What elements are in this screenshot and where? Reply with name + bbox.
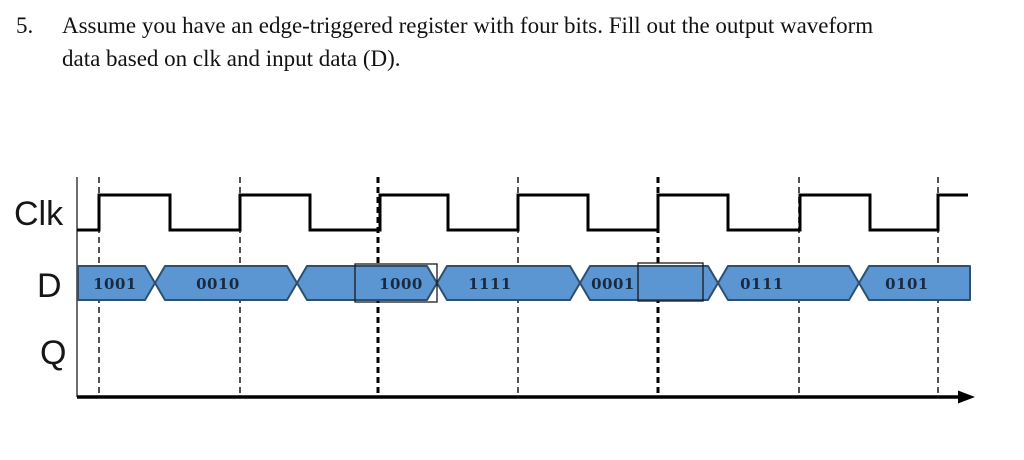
bus-segment [296,265,438,301]
data-signal-label: D [37,267,62,305]
clock-signal-label: Clk [14,195,64,233]
overlay-box [354,263,438,303]
question-text-line2: data based on clk and input data (D). [62,46,401,71]
output-signal-label: Q [40,334,66,372]
time-axis [77,390,975,404]
clock-edge-gridlines [98,177,939,396]
bus-segment-value: 0101 [885,275,929,293]
overlay-box [637,262,704,302]
overlay-boxes [354,262,704,303]
bus-segment-value: 0010 [196,275,240,293]
bus-segment-value: 0111 [740,275,784,293]
axis-arrowhead-icon [958,390,975,404]
bus-segment-value: 0001 [591,275,635,293]
bus-segment [858,265,971,301]
bus-segment [77,265,156,301]
bus-segment [579,265,719,301]
bus-segment [717,265,860,301]
question-number: 5. [16,13,34,38]
bus-segment-value: 1001 [93,275,137,293]
data-bus-waveform: 1001 0010 1000 1111 0001 0111 0101 [77,265,971,301]
bus-segment [154,265,298,301]
bus-segment-value: 1000 [379,275,423,293]
question-text-line1: Assume you have an edge-triggered regist… [62,13,874,38]
clock-trace [77,193,968,232]
clock-waveform [77,193,968,232]
bus-segment-value: 1111 [468,275,512,293]
